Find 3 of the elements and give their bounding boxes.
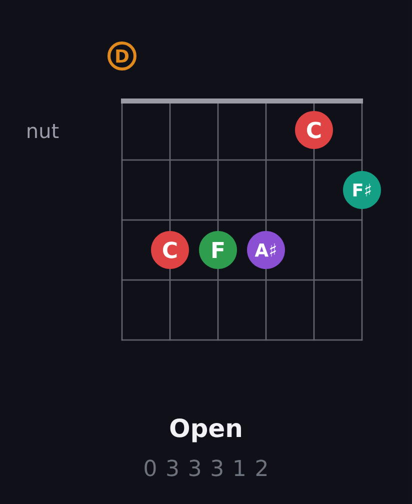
fret-numbers: 0 3 3 3 1 2	[144, 460, 267, 476]
chord-title: Open	[170, 418, 241, 442]
nut-label: nut	[28, 124, 59, 138]
